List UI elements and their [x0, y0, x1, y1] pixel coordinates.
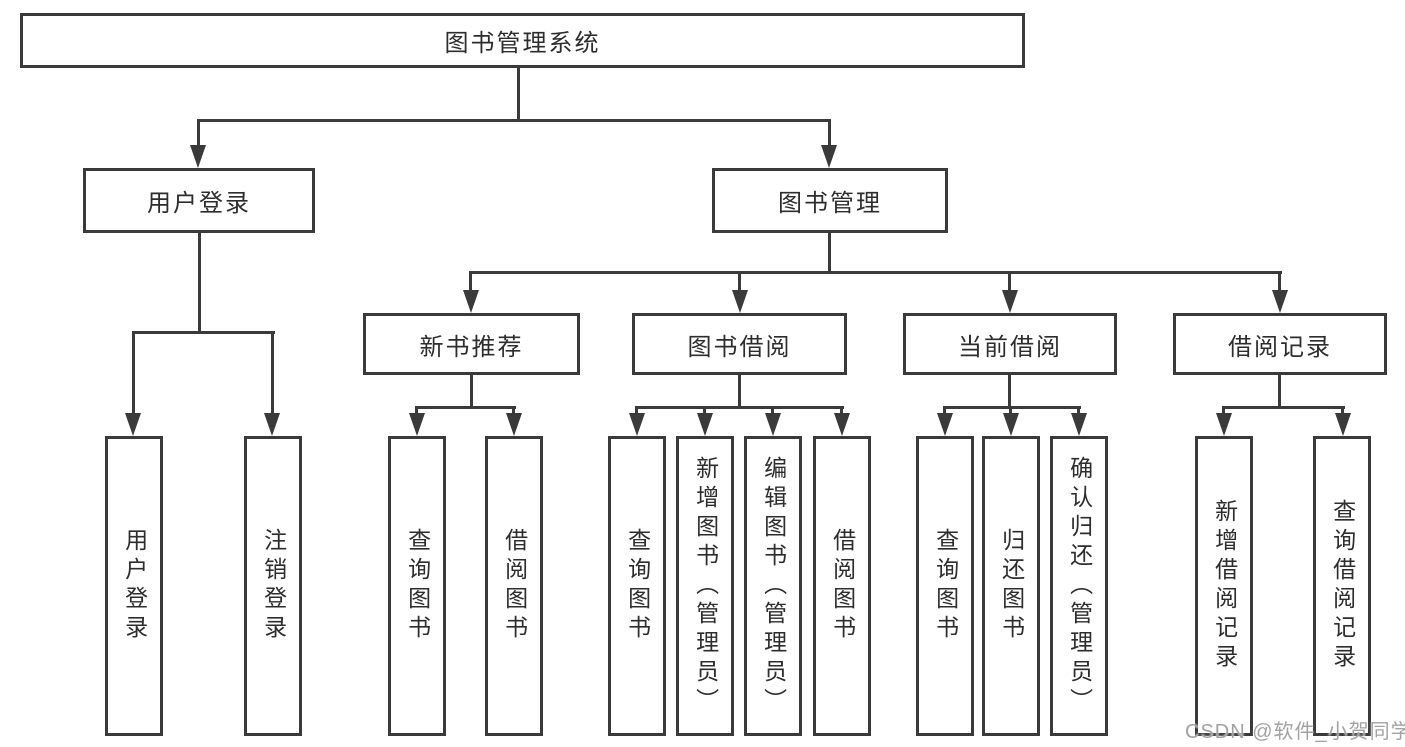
arrowhead-bb-query — [629, 413, 645, 436]
connector-stub-cb-confirm — [1077, 406, 1080, 418]
arrowhead-book-management — [821, 145, 837, 168]
connector-stub-bb-edit — [771, 406, 774, 418]
connector-borrow-records-stem — [1278, 375, 1281, 408]
arrowhead-bb-edit — [765, 413, 781, 436]
leaf-logout-label: 注销登录 — [260, 528, 287, 644]
leaf-logout: 注销登录 — [244, 436, 302, 736]
node-user-login: 用户登录 — [83, 168, 315, 233]
leaf-bb-add-books-admin-label: 新增图书（管理员） — [692, 455, 719, 717]
leaf-nb-borrow-books: 借阅图书 — [485, 436, 543, 736]
connector-root-branch — [197, 119, 831, 122]
node-root-library-system: 图书管理系统 — [20, 13, 1025, 68]
connector-stub-book-management — [828, 119, 831, 147]
leaf-br-query-record: 查询借阅记录 — [1313, 436, 1371, 736]
leaf-bb-add-books-admin: 新增图书（管理员） — [676, 436, 734, 736]
connector-current-borrow-branch — [943, 406, 1081, 409]
node-book-management: 图书管理 — [712, 168, 948, 233]
connector-stub-cb-query — [943, 406, 946, 418]
connector-stub-user-login — [197, 119, 200, 147]
leaf-bb-edit-books-admin: 编辑图书（管理员） — [744, 436, 802, 736]
node-borrow-records: 借阅记录 — [1173, 313, 1387, 375]
arrowhead-cb-confirm — [1071, 413, 1087, 436]
arrowhead-user-login — [190, 145, 206, 168]
arrowhead-br-query — [1335, 413, 1351, 436]
node-book-management-label: 图书管理 — [778, 190, 882, 217]
leaf-bb-query-books: 查询图书 — [608, 436, 666, 736]
arrowhead-leaf-logout — [264, 413, 280, 436]
arrowhead-br-add — [1216, 413, 1232, 436]
arrowhead-bb-borrow — [834, 413, 850, 436]
arrowhead-cb-query — [937, 413, 953, 436]
node-book-borrow: 图书借阅 — [632, 313, 847, 375]
node-root-label: 图书管理系统 — [444, 30, 601, 57]
leaf-bb-borrow-books: 借阅图书 — [813, 436, 871, 736]
leaf-bb-borrow-books-label: 借阅图书 — [829, 528, 856, 644]
connector-stub-nb-borrow — [512, 406, 515, 418]
leaf-cb-return-books: 归还图书 — [982, 436, 1040, 736]
leaf-nb-query-books-label: 查询图书 — [404, 528, 431, 644]
leaf-cb-return-books-label: 归还图书 — [998, 528, 1025, 644]
connector-stub-bb-borrow — [840, 406, 843, 418]
connector-new-book-branch — [415, 406, 516, 409]
connector-stub-br-add — [1222, 406, 1225, 418]
leaf-cb-confirm-return-admin-label: 确认归还（管理员） — [1066, 455, 1093, 717]
leaf-user-login: 用户登录 — [105, 436, 163, 736]
leaf-br-query-record-label: 查询借阅记录 — [1329, 499, 1356, 673]
leaf-cb-query-books: 查询图书 — [916, 436, 974, 736]
arrowhead-cb-return — [1003, 413, 1019, 436]
arrowhead-leaf-user-login — [125, 413, 141, 436]
connector-book-management-branch — [469, 271, 1282, 274]
leaf-bb-edit-books-admin-label: 编辑图书（管理员） — [760, 455, 787, 717]
leaf-br-add-record: 新增借阅记录 — [1195, 436, 1253, 736]
leaf-bb-query-books-label: 查询图书 — [624, 528, 651, 644]
arrowhead-borrow-records — [1272, 290, 1288, 313]
leaf-nb-query-books: 查询图书 — [388, 436, 446, 736]
leaf-br-add-record-label: 新增借阅记录 — [1211, 499, 1238, 673]
connector-book-borrow-stem — [738, 375, 741, 408]
connector-stub-bb-add — [703, 406, 706, 418]
connector-stub-bb-query — [635, 406, 638, 418]
arrowhead-current-borrow — [1002, 290, 1018, 313]
node-book-borrow-label: 图书借阅 — [687, 333, 792, 361]
node-new-book-recommend: 新书推荐 — [363, 313, 580, 375]
connector-stub-cb-return — [1009, 406, 1012, 418]
connector-stub-new-book — [469, 271, 472, 293]
connector-stub-borrow-records — [1278, 271, 1281, 293]
leaf-user-login-label: 用户登录 — [121, 528, 148, 644]
connector-stub-nb-query — [415, 406, 418, 418]
connector-current-borrow-stem — [1008, 375, 1011, 408]
connector-user-login-branch — [132, 331, 275, 334]
arrowhead-bb-add — [697, 413, 713, 436]
connector-book-borrow-branch — [635, 406, 844, 409]
node-current-borrow-label: 当前借阅 — [958, 333, 1062, 361]
arrowhead-nb-borrow — [506, 413, 522, 436]
connector-user-login-stem — [198, 233, 201, 333]
arrowhead-book-borrow — [732, 290, 748, 313]
leaf-nb-borrow-books-label: 借阅图书 — [501, 528, 528, 644]
node-user-login-label: 用户登录 — [147, 190, 251, 217]
connector-new-book-stem — [470, 375, 473, 408]
connector-stub-br-query — [1341, 406, 1344, 418]
node-current-borrow: 当前借阅 — [903, 313, 1117, 375]
node-borrow-records-label: 借阅记录 — [1228, 333, 1332, 361]
connector-stub-current-borrow — [1008, 271, 1011, 293]
connector-stub-book-borrow — [738, 271, 741, 293]
arrowhead-new-book — [463, 290, 479, 313]
connector-book-management-stem — [828, 233, 831, 273]
connector-stub-leaf-user-login — [132, 331, 135, 414]
connector-stub-leaf-logout — [271, 331, 274, 414]
leaf-cb-confirm-return-admin: 确认归还（管理员） — [1050, 436, 1108, 736]
csdn-watermark: CSDN @软件_小贺同学 — [1185, 721, 1405, 743]
arrowhead-nb-query — [409, 413, 425, 436]
connector-borrow-records-branch — [1222, 406, 1345, 409]
connector-root-stem — [517, 68, 520, 121]
node-new-book-recommend-label: 新书推荐 — [419, 333, 524, 361]
leaf-cb-query-books-label: 查询图书 — [932, 528, 959, 644]
